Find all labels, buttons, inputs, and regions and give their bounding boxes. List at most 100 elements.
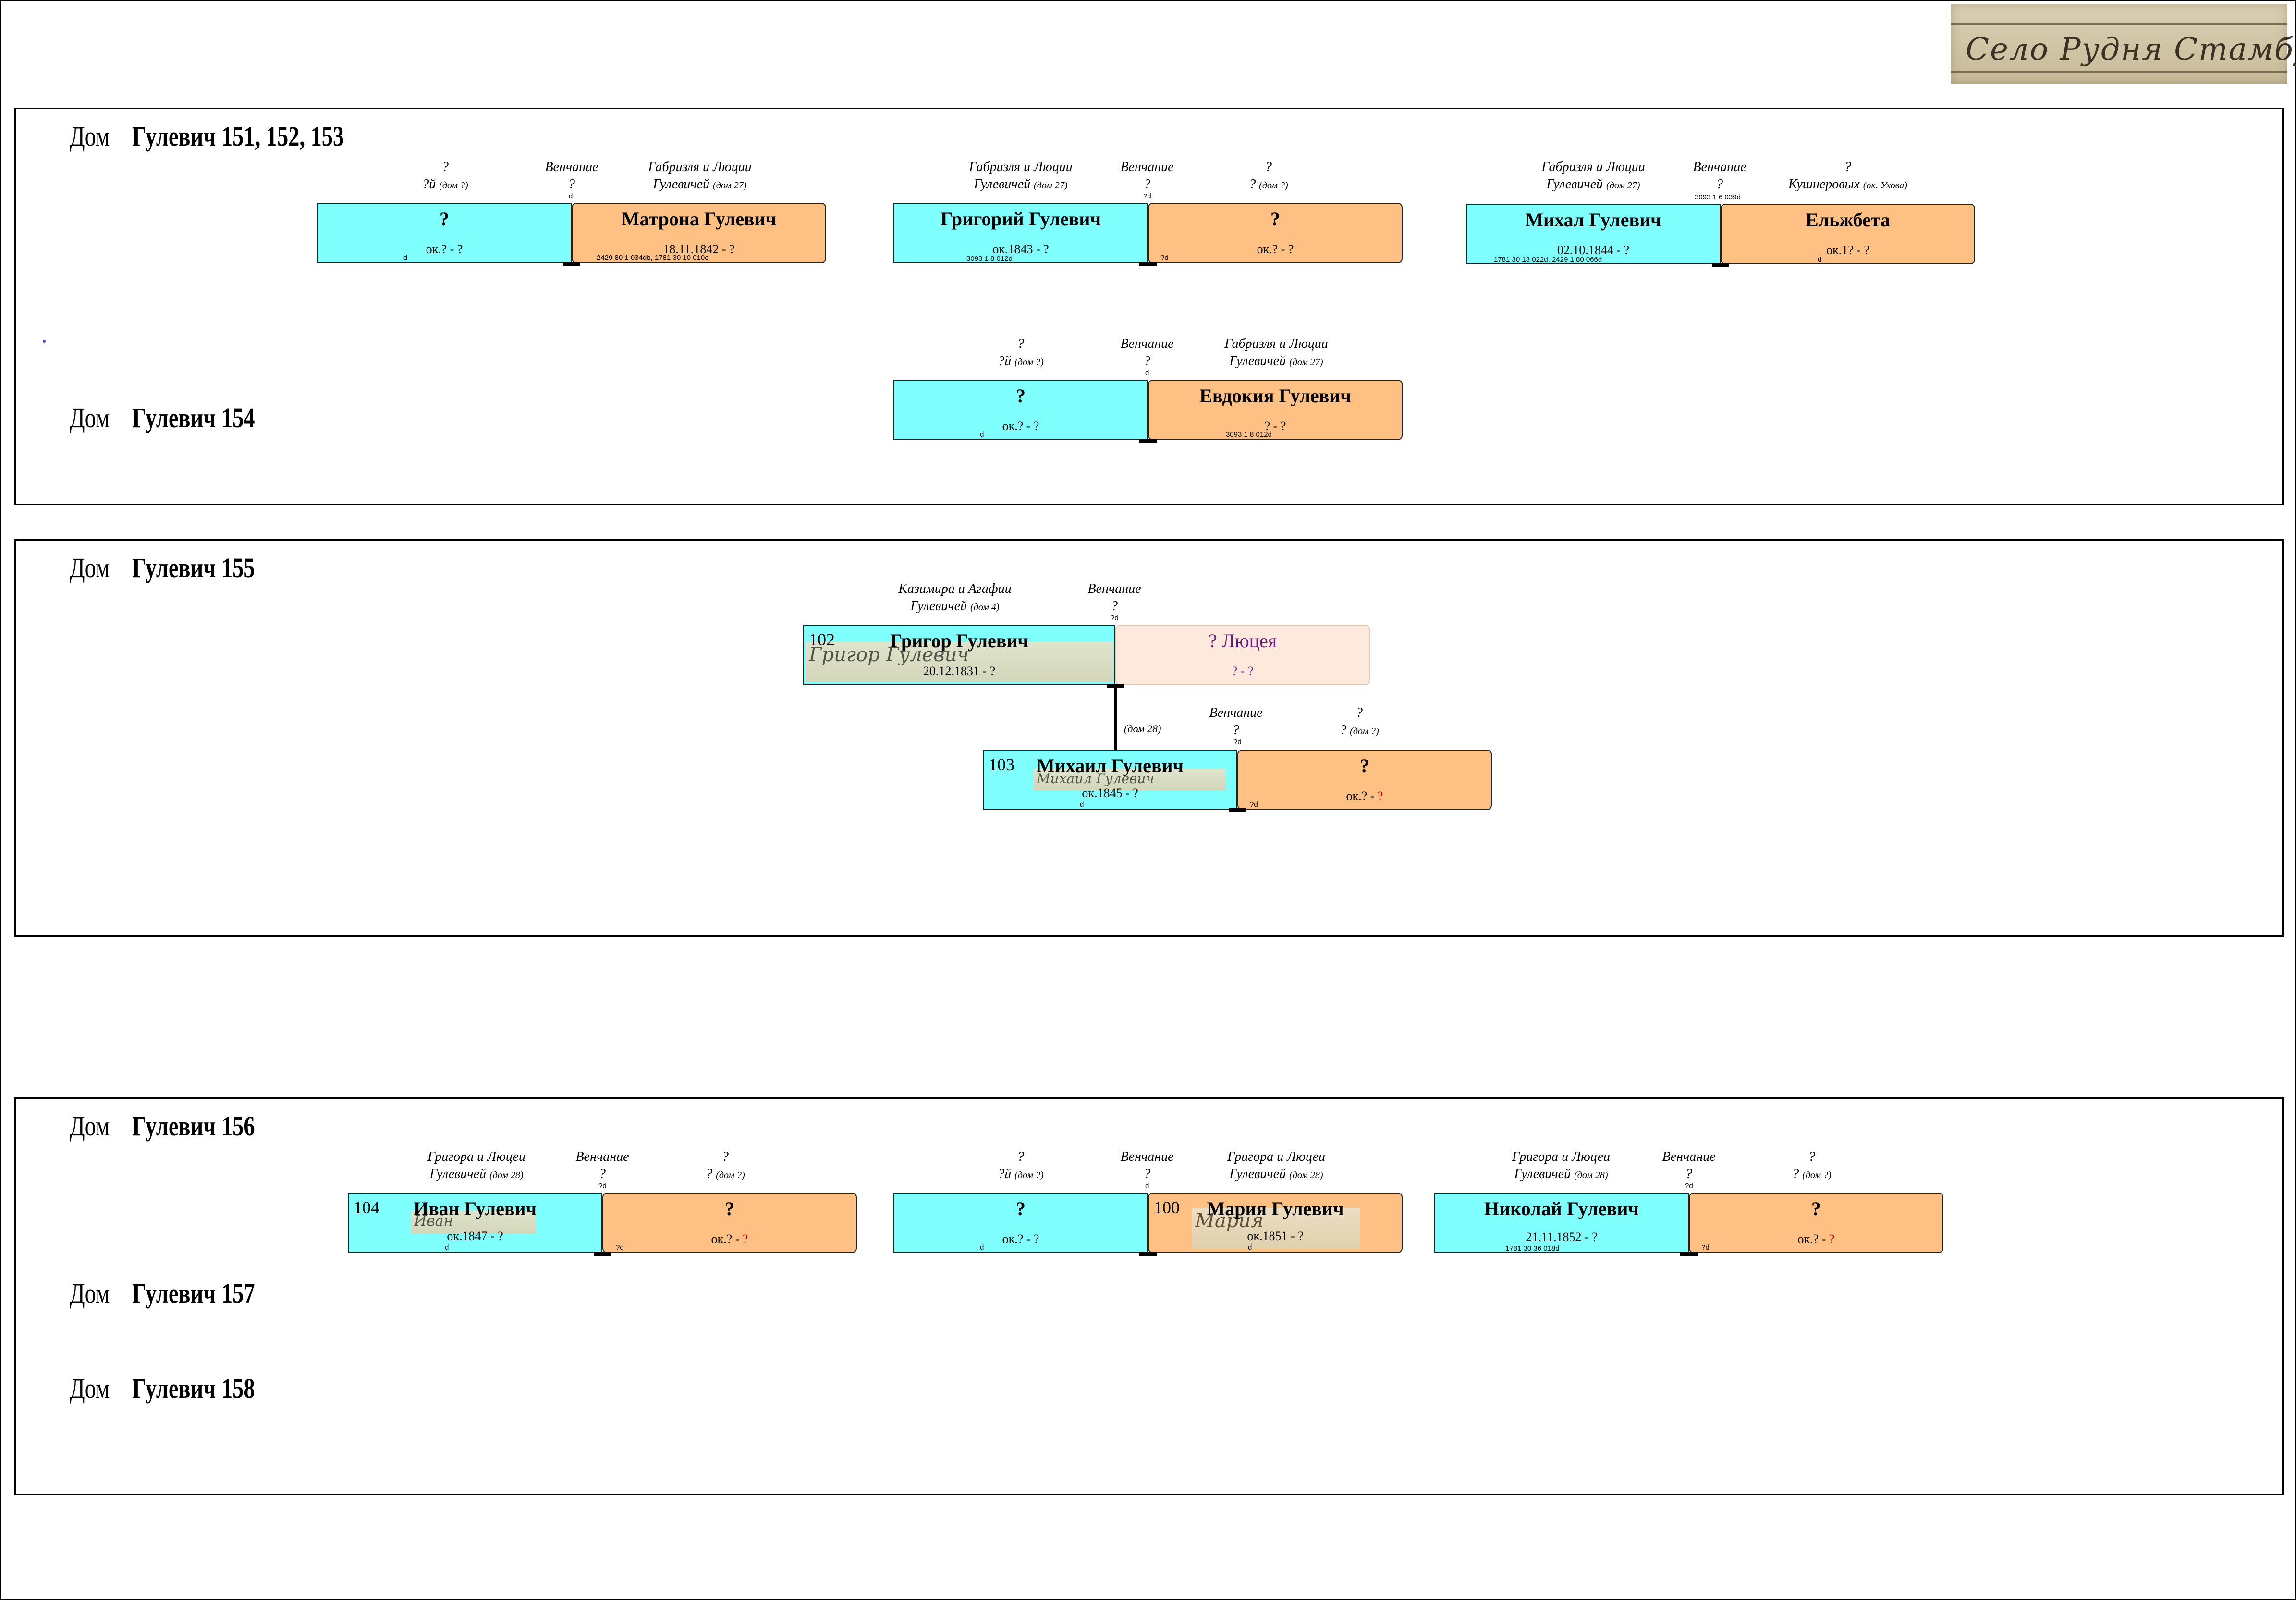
parents-label: Габризля и Люции Гулевичей (дом 27) — [1224, 336, 1328, 369]
person-dates: ок.? - ? — [1797, 1232, 1835, 1246]
person-name: Иван Гулевич — [413, 1198, 537, 1219]
person-source: 3093 1 8 012d — [1226, 431, 1272, 439]
person-dates: ок.? - ? — [1002, 1232, 1039, 1246]
person-card-female[interactable]: ? ок.? - ? ?d — [1237, 750, 1492, 810]
person-source: d — [445, 1243, 449, 1252]
person-card-female[interactable]: ? ок.? - ? ?d — [1689, 1193, 1943, 1253]
person-source: d — [980, 1243, 984, 1252]
wedding-label: Венчание ? — [545, 160, 598, 192]
wedding-source: ?d — [1111, 614, 1119, 622]
parents-label: ? ?й (дом ?) — [422, 160, 468, 192]
person-dates: ок.? - ? — [1346, 789, 1383, 803]
person-card-female[interactable]: ? ок.? - ? ?d — [1148, 203, 1403, 263]
person-card-male[interactable]: Иван 104 Иван Гулевич ок.1847 - ? d — [348, 1193, 602, 1253]
person-card-female[interactable]: Мария 100 Мария Гулевич ок.1851 - ? d — [1148, 1193, 1403, 1253]
person-card-male[interactable]: Михаил Гулевич 103 Михаил Гулевич ок.184… — [983, 750, 1237, 810]
person-number: 104 — [354, 1198, 379, 1217]
person-card-male[interactable]: Григорий Гулевич ок.1843 - ? 3093 1 8 01… — [893, 203, 1148, 263]
marker-dot — [43, 340, 46, 343]
parents-label: ? ? (дом ?) — [1792, 1149, 1832, 1182]
person-source: ?d — [616, 1243, 624, 1252]
signature-image: Мария — [1192, 1208, 1360, 1249]
village-name-script: Село Рудня Стамбулька — [1966, 32, 2296, 67]
wedding-source: d — [569, 192, 573, 200]
person-source: d — [1818, 256, 1822, 264]
person-name: ? — [1360, 755, 1369, 776]
person-dates: ок.1851 - ? — [1247, 1229, 1304, 1243]
person-card-male[interactable]: ? ок.? - ? d — [893, 1193, 1148, 1253]
person-card-male[interactable]: ? ок.? - ? d — [893, 380, 1148, 440]
wedding-source: 3093 1 6 039d — [1695, 193, 1741, 201]
wedding-label: Венчание ? — [1087, 581, 1141, 614]
parents-label: ? ? (дом ?) — [1249, 160, 1288, 192]
person-source: 1781 30 13 022d, 2429 1 80 066d — [1494, 256, 1602, 264]
parents-label: Григора и Люцеи Гулевичей (дом 28) — [427, 1149, 525, 1182]
parents-label: ? ? (дом ?) — [706, 1149, 745, 1182]
person-dates: ? - ? — [1264, 419, 1286, 433]
person-source: ?d — [1250, 800, 1258, 809]
person-card-female-unconfirmed[interactable]: ? Люцея ? - ? — [1115, 625, 1370, 685]
person-source: d — [1248, 1243, 1252, 1252]
wedding-label: Венчание ? — [1120, 336, 1174, 369]
person-name: Николай Гулевич — [1484, 1198, 1639, 1219]
marriage-mark — [1229, 808, 1246, 812]
parents-label: Казимира и Агафии Гулевичей (дом 4) — [898, 581, 1012, 614]
person-card-female[interactable]: ? ок.? - ? ?d — [602, 1193, 857, 1253]
village-name-image: Село Рудня Стамбулька — [1951, 4, 2296, 84]
person-source: 2429 80 1 034db, 1781 30 10 010e — [597, 254, 709, 262]
person-source: d — [1080, 800, 1084, 809]
person-dates: ок.1? - ? — [1826, 243, 1869, 257]
person-card-male[interactable]: Михал Гулевич 02.10.1844 - ? 1781 30 13 … — [1466, 204, 1721, 264]
parents-label: Григора и Люцеи Гулевичей (дом 28) — [1227, 1149, 1325, 1182]
parents-label: Габризля и Люции Гулевичей (дом 27) — [648, 160, 752, 192]
person-name: ? — [1016, 1198, 1026, 1219]
person-number: 100 — [1154, 1198, 1180, 1217]
wedding-source: d — [1145, 1182, 1149, 1190]
wedding-source: ?d — [1143, 192, 1151, 200]
person-source: d — [980, 431, 984, 439]
person-number: 103 — [989, 755, 1014, 774]
signature-image: Григор Гулевич — [806, 642, 1113, 682]
wedding-label: Венчание ? — [575, 1149, 629, 1182]
marriage-mark — [563, 262, 580, 266]
person-dates: 02.10.1844 - ? — [1557, 243, 1630, 257]
person-name: Евдокия Гулевич — [1199, 385, 1351, 406]
person-dates: ок.1847 - ? — [447, 1229, 503, 1243]
parents-label: Григора и Люцеи Гулевичей (дом 28) — [1512, 1149, 1610, 1182]
marriage-mark — [1712, 263, 1729, 267]
wedding-label: Венчание ? — [1120, 160, 1174, 192]
parents-label: Габризля и Люции Гулевичей (дом 27) — [969, 160, 1073, 192]
person-card-female[interactable]: Евдокия Гулевич ? - ? 3093 1 8 012d — [1148, 380, 1403, 440]
person-card-male[interactable]: Григор Гулевич 102 Григор Гулевич 20.12.… — [803, 625, 1115, 685]
person-name: Михаил Гулевич — [1036, 755, 1184, 776]
person-dates: ок.1845 - ? — [1082, 786, 1138, 800]
person-dates: 20.12.1831 - ? — [923, 664, 996, 678]
parents-label: ? Кушнеровых (ок. Ухова) — [1788, 160, 1907, 192]
person-number: 102 — [809, 630, 835, 649]
signature-image: Иван — [411, 1211, 536, 1234]
person-dates: 21.11.1852 - ? — [1526, 1230, 1598, 1244]
person-name: Михал Гулевич — [1525, 209, 1661, 231]
marriage-mark — [1680, 1252, 1698, 1256]
person-card-female[interactable]: Ельжбета ок.1? - ? d — [1721, 204, 1975, 264]
person-card-female[interactable]: Матрона Гулевич 18.11.1842 - ? 2429 80 1… — [572, 203, 826, 263]
wedding-label: Венчание ? — [1120, 1149, 1174, 1182]
person-name: ? — [1270, 208, 1280, 230]
person-source: d — [403, 254, 408, 262]
person-dates: ок.? - ? — [711, 1232, 748, 1246]
person-card-male[interactable]: ? ок.? - ? d — [317, 203, 572, 263]
parents-label: Габризля и Люции Гулевичей (дом 27) — [1541, 160, 1645, 192]
person-dates: ок.? - ? — [1257, 242, 1294, 256]
marriage-mark — [1139, 439, 1157, 443]
person-source: 3093 1 8 012d — [966, 255, 1013, 263]
person-card-male[interactable]: Николай Гулевич 21.11.1852 - ? 1781 30 3… — [1434, 1193, 1689, 1253]
person-name: ? — [1811, 1198, 1821, 1219]
